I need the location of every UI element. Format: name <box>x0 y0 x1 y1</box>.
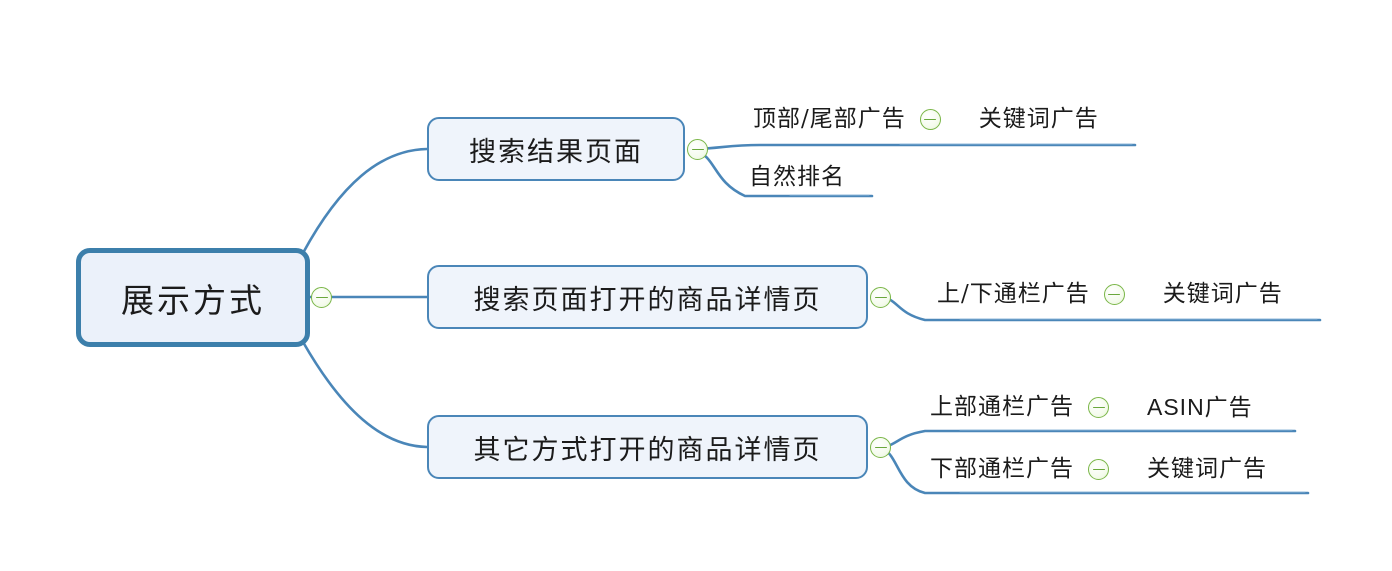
leaf-top-bottom-ads-row[interactable]: 顶部/尾部广告 关键词广告 <box>753 108 1099 131</box>
wire-branch2-leaf0 <box>878 429 1297 449</box>
wire-branch0-leaf0 <box>695 143 1137 151</box>
leaf-label-keyword-ads: 关键词广告 <box>1147 456 1267 482</box>
branch-node-search-results-page[interactable]: 搜索结果页面 <box>427 117 685 181</box>
leaf-collapse-minus-icon[interactable] <box>1088 397 1109 418</box>
leaf-collapse-minus-icon[interactable] <box>1103 284 1125 305</box>
leaf-label-keyword-ads: 关键词广告 <box>978 106 1099 132</box>
leaf-organic-ranking-row[interactable]: 自然排名 <box>749 166 845 189</box>
branch-1-collapse-minus-icon[interactable] <box>870 287 891 308</box>
root-collapse-minus-icon[interactable] <box>311 287 332 308</box>
leaf-collapse-minus-icon[interactable] <box>919 109 941 130</box>
leaf-top-bottom-banner-ads-row[interactable]: 上/下通栏广告 关键词广告 <box>937 283 1283 306</box>
leaf-label-top-bottom-ads: 顶部/尾部广告 <box>753 106 906 132</box>
leaf-label-upper-banner-ads: 上部通栏广告 <box>930 394 1074 420</box>
wire-root-to-branch-0 <box>301 147 429 255</box>
branch-0-collapse-minus-icon[interactable] <box>687 139 708 160</box>
branch-node-label: 搜索页面打开的商品详情页 <box>473 284 822 316</box>
branch-node-label: 其它方式打开的商品详情页 <box>473 434 822 466</box>
leaf-label-lower-banner-ads: 下部通栏广告 <box>930 456 1074 482</box>
branch-node-product-detail-from-search[interactable]: 搜索页面打开的商品详情页 <box>427 265 868 329</box>
leaf-upper-banner-ads-row[interactable]: 上部通栏广告 ASIN广告 <box>930 396 1253 419</box>
root-node[interactable]: 展示方式 <box>76 248 310 347</box>
branch-2-collapse-minus-icon[interactable] <box>870 437 891 458</box>
leaf-label-asin-ads: ASIN广告 <box>1147 394 1253 420</box>
branch-node-label: 搜索结果页面 <box>469 136 643 168</box>
wire-root-to-branch-2 <box>301 340 429 449</box>
root-node-label: 展示方式 <box>121 280 265 320</box>
leaf-lower-banner-ads-row[interactable]: 下部通栏广告 关键词广告 <box>930 458 1267 481</box>
leaf-label-top-bottom-banner-ads: 上/下通栏广告 <box>937 281 1090 307</box>
leaf-label-organic-ranking: 自然排名 <box>749 164 845 190</box>
leaf-collapse-minus-icon[interactable] <box>1088 459 1109 480</box>
branch-node-product-detail-from-other[interactable]: 其它方式打开的商品详情页 <box>427 415 868 479</box>
leaf-label-keyword-ads: 关键词广告 <box>1162 281 1283 307</box>
